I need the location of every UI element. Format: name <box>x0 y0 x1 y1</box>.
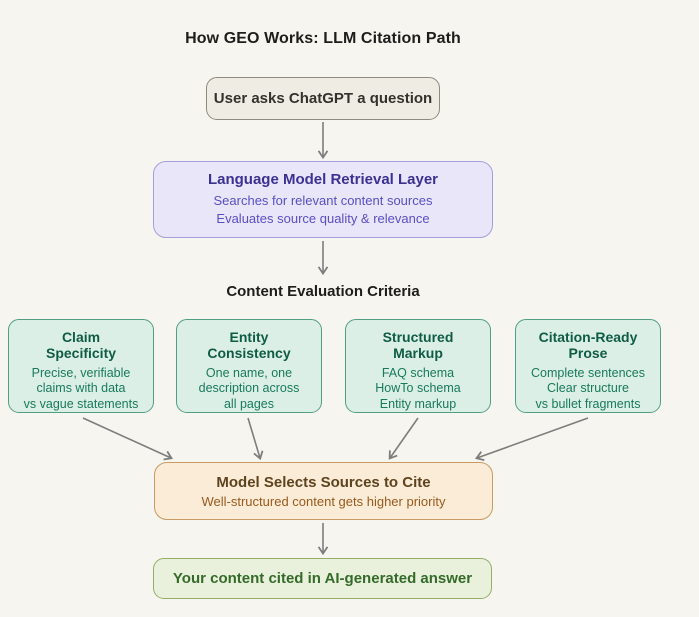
arrow-prose-to-select-icon <box>474 417 589 461</box>
arrow-markup-to-select-icon <box>388 417 419 460</box>
criterion-title: Claim Specificity <box>45 329 117 362</box>
select-sources-subtitle: Well-structured content gets higher prio… <box>201 493 446 509</box>
retrieval-layer-line-2: Evaluates source quality & relevance <box>216 211 430 226</box>
retrieval-layer-title: Language Model Retrieval Layer <box>207 171 439 189</box>
select-sources-title: Model Selects Sources to Cite <box>216 473 431 491</box>
node-criterion-claim-specificity: Claim Specificity Precise, verifiable cl… <box>8 319 154 413</box>
node-retrieval-layer: Language Model Retrieval Layer Searches … <box>153 161 493 238</box>
criterion-title: Entity Consistency <box>207 329 291 362</box>
diagram-title: How GEO Works: LLM Citation Path <box>185 30 461 47</box>
arrow-claim-to-select-icon <box>82 417 173 461</box>
arrow-entity-to-select-icon <box>247 417 264 461</box>
criterion-body: Precise, verifiable claims with data vs … <box>23 366 139 411</box>
criteria-heading: Content Evaluation Criteria <box>226 283 420 300</box>
node-criterion-structured-markup: Structured Markup FAQ schema HowTo schem… <box>345 319 491 413</box>
criterion-body: One name, one description across all pag… <box>198 366 300 411</box>
node-select-sources: Model Selects Sources to Cite Well-struc… <box>154 462 493 520</box>
retrieval-layer-line-1: Searches for relevant content sources <box>213 193 433 209</box>
node-criterion-citation-ready-prose: Citation-Ready Prose Complete sentences … <box>515 319 661 413</box>
user-question-label: User asks ChatGPT a question <box>213 90 433 107</box>
node-user-question: User asks ChatGPT a question <box>206 77 440 120</box>
criterion-title: Structured Markup <box>382 329 454 362</box>
result-label: Your content cited in AI-generated answe… <box>172 570 473 587</box>
criterion-body: Complete sentences Clear structure vs bu… <box>531 366 645 411</box>
node-criterion-entity-consistency: Entity Consistency One name, one descrip… <box>176 319 322 413</box>
criterion-title: Citation-Ready Prose <box>538 329 638 362</box>
criterion-body: FAQ schema HowTo schema Entity markup <box>375 366 461 411</box>
node-result: Your content cited in AI-generated answe… <box>153 558 492 599</box>
